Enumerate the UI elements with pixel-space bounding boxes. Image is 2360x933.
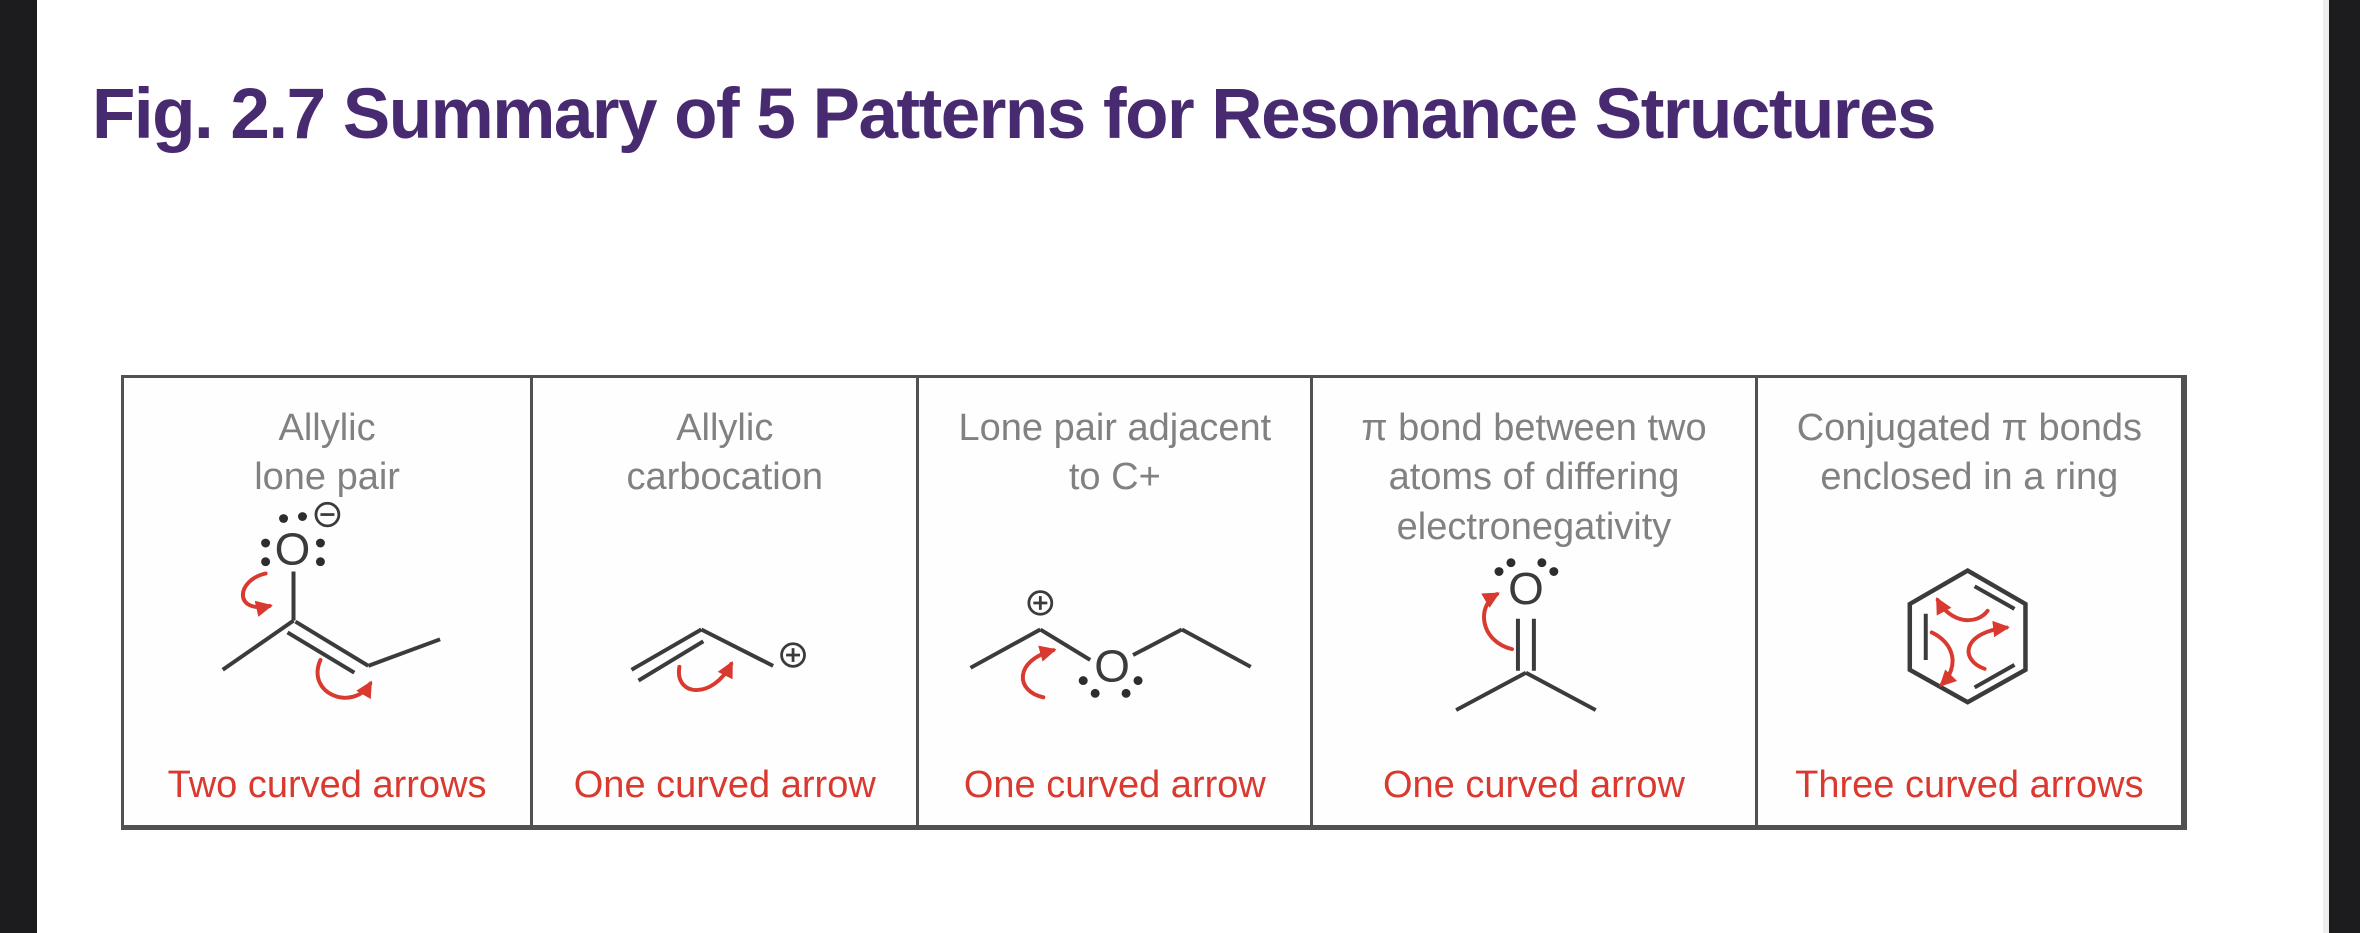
pattern-header: Allylic carbocation [626,407,823,499]
pattern-cell-pi-bond-electronegativity: π bond between two atoms of differing el… [1313,378,1758,825]
pattern-header: Conjugated π bonds enclosed in a ring [1796,407,2142,499]
left-black-strip [0,0,37,933]
patterns-table: Allylic lone pair Two curved arrows Ally… [121,375,2187,830]
pattern-cell-lone-pair-adjacent-c-plus: Lone pair adjacent to C+ One curved arro… [919,378,1314,825]
pattern-caption: Three curved arrows [1795,764,2144,806]
pattern-caption: Two curved arrows [167,764,487,806]
pattern-caption: One curved arrow [1382,764,1685,806]
right-black-strip [2323,0,2360,933]
pattern-caption: One curved arrow [573,764,876,806]
pattern-header: Lone pair adjacent to C+ [958,407,1272,499]
pattern-caption: One curved arrow [963,764,1266,806]
pattern-header: Allylic lone pair [254,407,400,499]
pattern-cell-allylic-lone-pair: Allylic lone pair Two curved arrows [124,378,534,825]
pattern-cell-allylic-carbocation: Allylic carbocation One curved arrow [533,378,920,825]
pattern-header: π bond between two atoms of differing el… [1361,407,1707,548]
figure-title: Fig. 2.7 Summary of 5 Patterns for Reson… [92,75,1936,154]
pattern-cell-conjugated-pi-ring: Conjugated π bonds enclosed in a ring Th… [1758,378,2185,825]
